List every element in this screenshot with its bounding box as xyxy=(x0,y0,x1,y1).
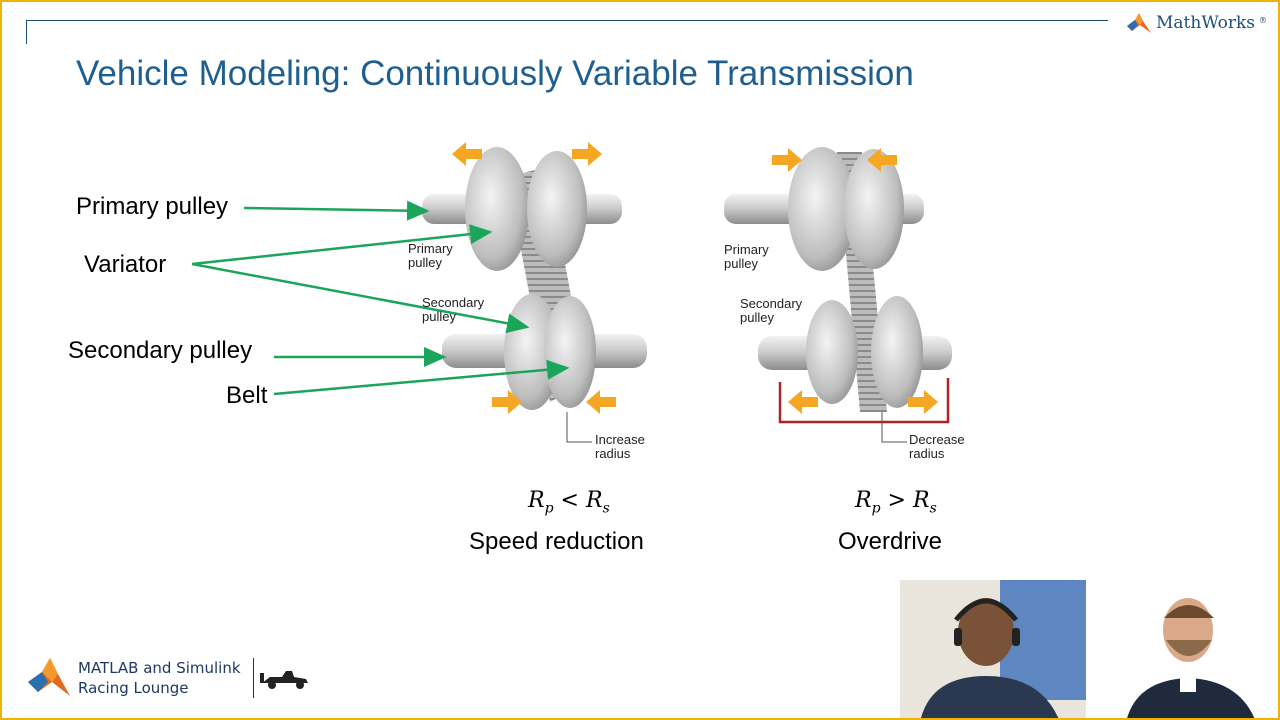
formula-operator: < xyxy=(560,488,579,513)
brand-name: MathWorks xyxy=(1156,13,1256,33)
matlab-membrane-icon xyxy=(28,658,70,696)
arrow-belt xyxy=(273,359,570,396)
top-rule xyxy=(26,20,1108,21)
caption-overdrive: Overdrive xyxy=(838,528,943,555)
formula-subscript: p xyxy=(544,500,554,517)
left-radius-note: Increase radius xyxy=(595,432,645,461)
right-primary-label: Primary pulley xyxy=(724,242,769,271)
orange-arrow-icon xyxy=(788,390,818,414)
orange-arrow-icon xyxy=(492,390,522,414)
formula-subscript: s xyxy=(602,500,610,517)
formula-term: R xyxy=(912,488,930,513)
primary-disc-back xyxy=(527,151,587,267)
label-primary-pulley: Primary pulley xyxy=(76,193,229,220)
left-tick xyxy=(26,20,27,44)
mathworks-logo: MathWorks® xyxy=(1126,10,1267,36)
footer-line1: MATLAB and Simulink xyxy=(78,659,241,677)
left-primary-label: Primary pulley xyxy=(408,241,453,270)
secondary-disc-front xyxy=(806,300,858,404)
orange-arrow-icon xyxy=(772,148,802,172)
radius-leader xyxy=(566,412,592,443)
matlab-membrane-icon xyxy=(1127,13,1151,33)
footer-text: MATLAB and Simulink Racing Lounge xyxy=(78,658,254,698)
formula-term: R xyxy=(528,488,545,513)
cvt-overdrive xyxy=(724,147,952,443)
formula-term: R xyxy=(855,488,872,513)
racing-lounge-logo: MATLAB and Simulink Racing Lounge xyxy=(28,658,310,698)
brand-mark: ® xyxy=(1259,16,1268,25)
secondary-disc-back xyxy=(871,296,923,408)
left-secondary-label: Secondary pulley xyxy=(422,295,485,324)
arrow-variator-primary xyxy=(191,224,493,266)
right-radius-note: Decrease radius xyxy=(909,432,965,461)
label-belt: Belt xyxy=(226,382,268,409)
right-secondary-label: Secondary pulley xyxy=(740,296,803,325)
primary-disc-back xyxy=(844,149,904,269)
orange-arrow-icon xyxy=(586,390,616,414)
formula-speed-reduction: Rp < Rs xyxy=(528,488,610,516)
person-silhouette xyxy=(921,598,1059,718)
webcam-presenter-1 xyxy=(900,580,1086,718)
webcam-presenter-2 xyxy=(1116,580,1278,718)
page-title: Vehicle Modeling: Continuously Variable … xyxy=(76,54,914,93)
pointer-arrows xyxy=(191,200,570,396)
radius-leader xyxy=(881,412,907,443)
orange-arrow-icon xyxy=(572,142,602,166)
annotation-bracket xyxy=(778,378,950,424)
orange-arrow-icon xyxy=(867,148,897,172)
label-variator: Variator xyxy=(84,251,167,278)
formula-operator: > xyxy=(887,488,906,513)
race-car-icon xyxy=(259,671,308,689)
formula-overdrive: Rp > Rs xyxy=(855,488,937,516)
caption-speed-reduction: Speed reduction xyxy=(469,528,644,555)
primary-disc-front xyxy=(465,147,529,271)
label-secondary-pulley: Secondary pulley xyxy=(68,337,253,364)
arrow-primary-pulley xyxy=(243,200,430,221)
footer-line2: Racing Lounge xyxy=(78,679,189,697)
formula-term: R xyxy=(585,488,603,513)
secondary-disc-back xyxy=(544,296,596,408)
person-silhouette xyxy=(1127,598,1255,718)
orange-arrow-icon xyxy=(452,142,482,166)
orange-arrow-icon xyxy=(908,390,938,414)
primary-disc-front xyxy=(788,147,856,271)
formula-subscript: s xyxy=(929,500,937,517)
formula-subscript: p xyxy=(871,500,881,517)
arrow-variator-secondary xyxy=(191,262,530,334)
cvt-speed-reduction xyxy=(422,142,647,443)
